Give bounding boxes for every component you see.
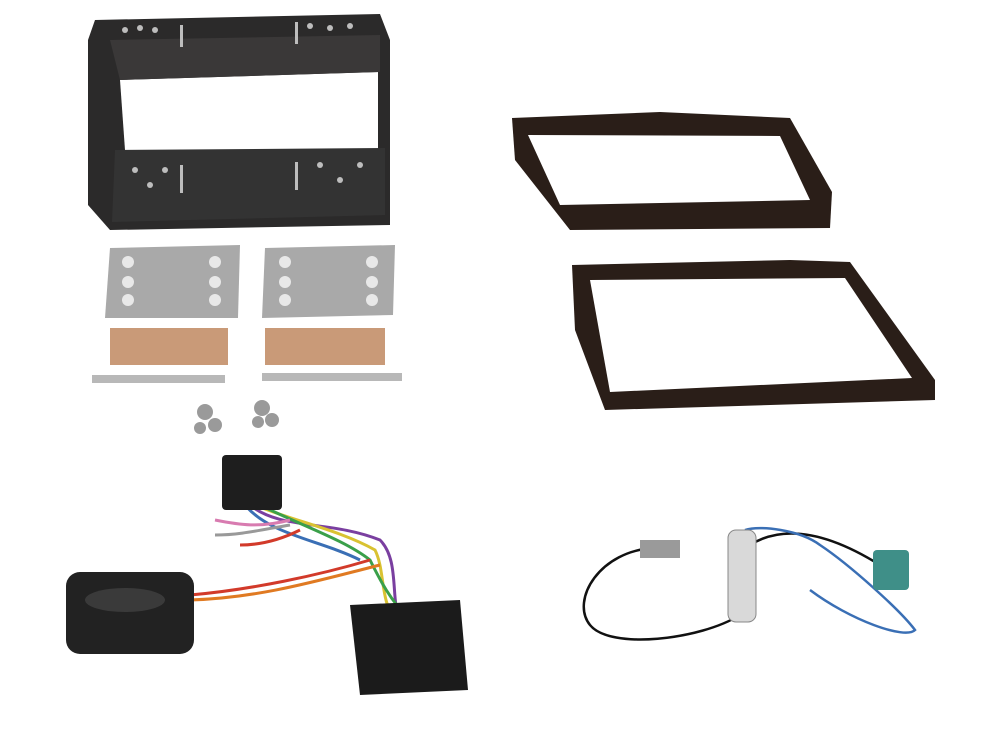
antenna-filter-cylinder <box>727 529 757 623</box>
interface-box <box>66 572 194 654</box>
antenna-plug <box>640 540 680 558</box>
fakra-connector <box>873 550 909 590</box>
iso-connector <box>222 455 282 510</box>
rod-left <box>92 375 225 383</box>
copper-plate-right <box>265 328 385 365</box>
fascia-frame-lower <box>572 260 935 410</box>
screws <box>194 400 279 434</box>
side-plate-left <box>105 245 240 318</box>
steering-interface-harness <box>66 455 468 695</box>
fascia-frame-upper <box>512 112 832 230</box>
rod-right <box>262 373 402 381</box>
side-plate-right <box>262 245 395 318</box>
mounting-cage <box>88 14 390 230</box>
vehicle-connector <box>350 600 468 695</box>
copper-plate-left <box>110 328 228 365</box>
antenna-adapter <box>582 526 917 641</box>
